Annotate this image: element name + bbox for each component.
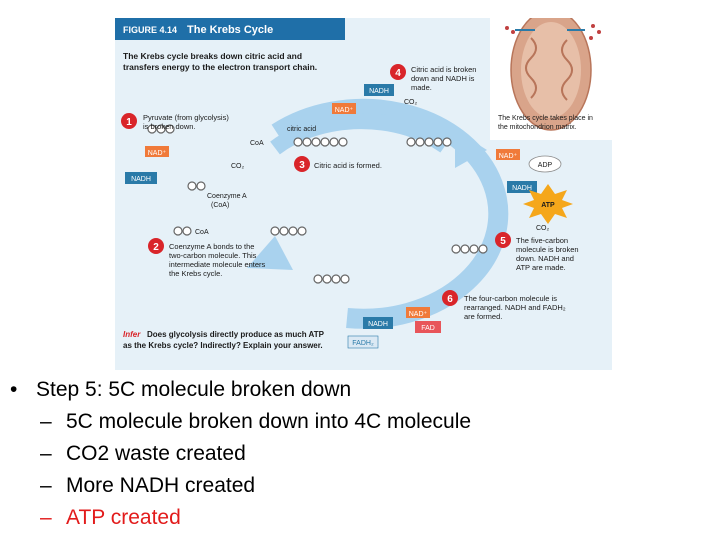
main-bullet-text: Step 5: 5C molecule broken down [36, 378, 352, 401]
carbon-chains [147, 124, 488, 284]
svg-text:ADP: ADP [538, 162, 553, 169]
nad-label-4: NAD⁺ [409, 311, 428, 318]
nadh-label-4: NADH [368, 321, 388, 328]
coenzyme-a-label-1: Coenzyme A [207, 193, 247, 200]
intro-line-2: transfers energy to the electron transpo… [123, 62, 317, 72]
step-6-text-1: The four-carbon molecule is [464, 294, 557, 303]
step-1: 1 Pyruvate (from glycolysis) is broken d… [121, 113, 229, 131]
coa-label-2: CoA [195, 229, 209, 236]
cycle-arrow [247, 98, 509, 329]
step-4-text-3: made. [411, 83, 432, 92]
sub-bullet-atp: –ATP created [40, 506, 181, 529]
coenzyme-a-label-2: (CoA) [211, 202, 229, 209]
infer-label: Infer [123, 330, 141, 339]
step-6: 6 The four-carbon molecule is rearranged… [442, 290, 566, 321]
nad-label-2: NAD⁺ [335, 107, 354, 114]
co2-labels: CO₂ CO₂ CO₂ [231, 99, 550, 232]
svg-text:3: 3 [299, 160, 305, 171]
coa-label-1: CoA [250, 140, 264, 147]
step-6-text-2: rearranged. NADH and FADH₂ [464, 303, 566, 312]
sub-bullet-text-4: ATP created [66, 506, 181, 529]
svg-text:5: 5 [500, 236, 506, 247]
fad-box: FAD [415, 321, 441, 333]
svg-text:6: 6 [447, 294, 453, 305]
step-2-text-3: intermediate molecule enters [169, 260, 266, 269]
svg-text:1: 1 [126, 117, 132, 128]
step-2-text-1: Coenzyme A bonds to the [169, 242, 254, 251]
nad-label-3: NAD⁺ [499, 153, 518, 160]
step-5: 5 The five-carbon molecule is broken dow… [495, 232, 579, 272]
step-1-text-2: is broken down. [143, 122, 196, 131]
step-2-text-2: two-carbon molecule. This [169, 251, 257, 260]
adp-label: ADP [528, 155, 562, 173]
step-3: 3 Citric acid is formed. [294, 156, 382, 172]
step-6-text-3: are formed. [464, 312, 502, 321]
co2-label-1: CO₂ [231, 163, 245, 170]
figure-number: FIGURE 4.14 [123, 25, 177, 35]
citric-acid-label: citric acid [287, 126, 316, 133]
step-5-text-2: molecule is broken [516, 245, 579, 254]
figure-title: The Krebs Cycle [187, 24, 273, 36]
nad-label-1: NAD⁺ [148, 150, 167, 157]
mitochondrion-inset: The Krebs cycle takes place in the mitoc… [490, 18, 612, 140]
co2-label-2: CO₂ [404, 99, 418, 106]
inset-caption-1: The Krebs cycle takes place in [498, 115, 593, 122]
nadh-boxes: NADH NADH NADH NADH [125, 84, 537, 329]
sub-bullet: –More NADH created [40, 474, 256, 497]
svg-text:FAD: FAD [421, 325, 435, 332]
co2-label-3: CO₂ [536, 225, 550, 232]
main-bullet: •Step 5: 5C molecule broken down [10, 378, 352, 401]
step-5-text-3: down. NADH and [516, 254, 574, 263]
step-4-text-2: down and NADH is [411, 74, 475, 83]
sub-bullet-text-2: CO2 waste created [66, 442, 246, 465]
nadh-label-2: NADH [369, 88, 389, 95]
figure-panel: FIGURE 4.14 The Krebs Cycle The Krebs cy… [115, 18, 612, 370]
sub-bullet: –CO2 waste created [40, 442, 246, 465]
nad-boxes: NAD⁺ NAD⁺ NAD⁺ NAD⁺ [145, 103, 520, 318]
step-2-text-4: the Krebs cycle. [169, 269, 222, 278]
step-5-text-4: ATP are made. [516, 263, 566, 272]
svg-text:2: 2 [153, 242, 159, 253]
step-4-text-1: Citric acid is broken [411, 65, 476, 74]
sub-bullet-text-1: 5C molecule broken down into 4C molecule [66, 410, 472, 433]
sub-bullet-text-3: More NADH created [66, 474, 256, 497]
svg-text:4: 4 [395, 68, 401, 79]
nadh-label-1: NADH [131, 176, 151, 183]
infer-text-2: as the Krebs cycle? Indirectly? Explain … [123, 341, 323, 350]
sub-bullet: –5C molecule broken down into 4C molecul… [40, 410, 472, 433]
bullet-list: •Step 5: 5C molecule broken down –5C mol… [10, 374, 710, 534]
intro-line-1: The Krebs cycle breaks down citric acid … [123, 51, 302, 61]
step-5-text-1: The five-carbon [516, 236, 568, 245]
title-bar [115, 18, 345, 40]
step-3-text-1: Citric acid is formed. [314, 161, 382, 170]
inset-caption-2: the mitochondrion matrix. [498, 124, 577, 131]
krebs-cycle-diagram: FIGURE 4.14 The Krebs Cycle The Krebs cy… [115, 18, 612, 350]
step-1-text-1: Pyruvate (from glycolysis) [143, 113, 229, 122]
step-4: 4 Citric acid is broken down and NADH is… [390, 64, 476, 92]
nadh-label-3: NADH [512, 185, 532, 192]
step-2: 2 Coenzyme A bonds to the two-carbon mol… [148, 238, 266, 278]
fadh2-box: FADH₂ [347, 335, 379, 349]
atp-star: ATP [523, 184, 573, 224]
svg-text:ATP: ATP [541, 202, 555, 209]
svg-text:FADH₂: FADH₂ [352, 340, 374, 347]
infer-text-1: Does glycolysis directly produce as much… [147, 330, 325, 339]
